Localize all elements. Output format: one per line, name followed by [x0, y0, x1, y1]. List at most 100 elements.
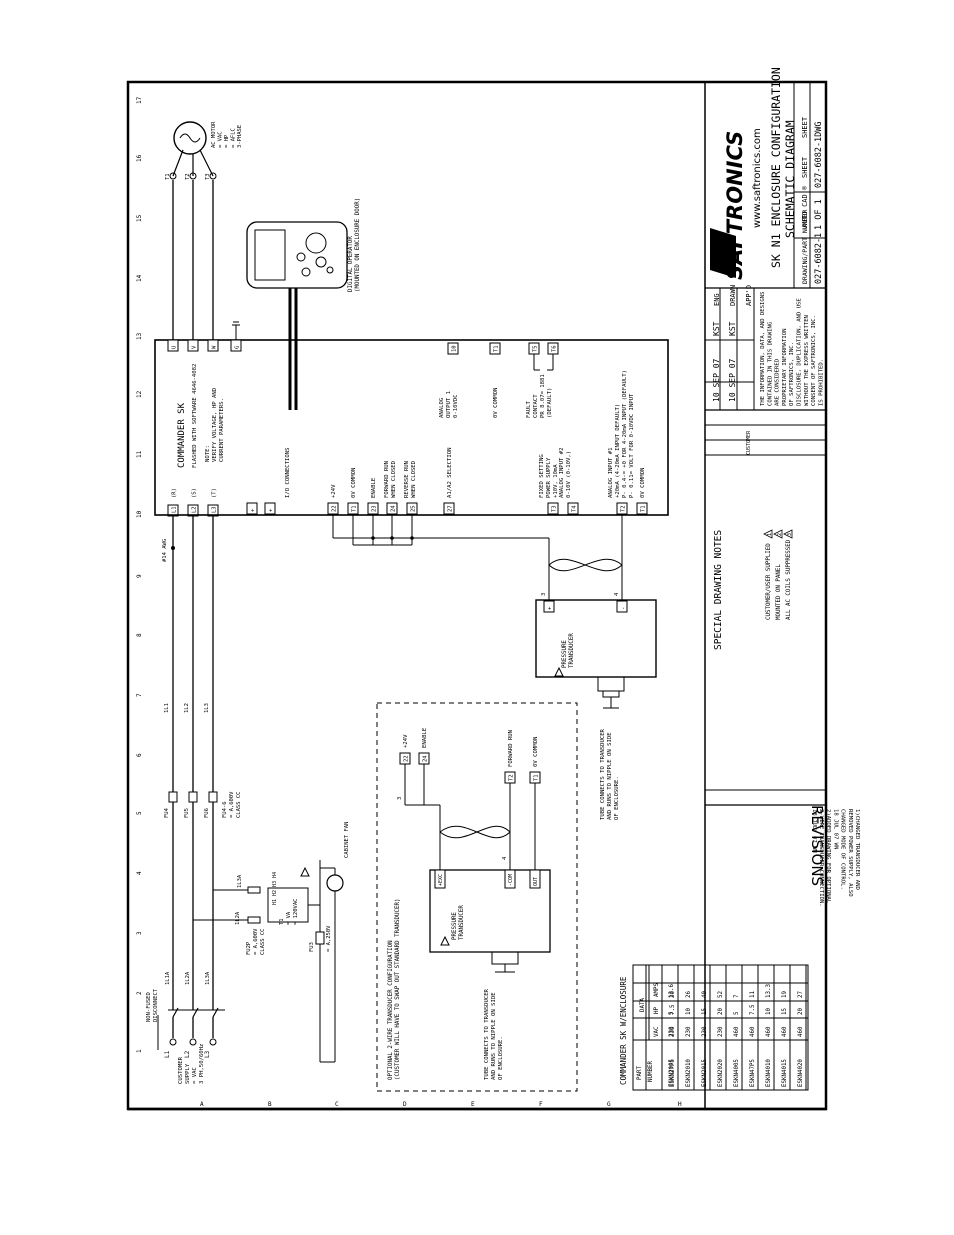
- drive-input: L3: [212, 506, 218, 513]
- disconnect-wire: 1L1A: [165, 971, 171, 985]
- grid-row-A: A: [200, 1101, 204, 1108]
- grid-column-3: 3: [136, 931, 143, 935]
- optional-terminal-label: ENABLE: [422, 727, 428, 748]
- table-hp: 7.5: [670, 1004, 676, 1015]
- optional-transducer-label: PRESSURE: [452, 912, 458, 940]
- motor-label: AC MOTOR: [211, 121, 217, 148]
- io-connections: I/O CONNECTIONS: [285, 447, 291, 498]
- note-marker: 1: [767, 533, 773, 536]
- motor-label: = AFLC: [231, 128, 237, 148]
- sheet-label: SHEET: [801, 116, 809, 138]
- appd-label: APP'D: [745, 285, 753, 306]
- transformer-label: = VA: [286, 911, 292, 925]
- table-vac: 460: [734, 1026, 740, 1037]
- line-label-L1: L1: [164, 1050, 171, 1058]
- table-amps: 27: [798, 991, 804, 998]
- drive-plus: +: [251, 508, 257, 512]
- control-label: REVERSE RUN: [404, 461, 410, 498]
- table-part-number: ESKN2015: [702, 1059, 708, 1087]
- grid-row-E: E: [471, 1101, 475, 1108]
- table-part-number: ESKN2010: [686, 1059, 692, 1087]
- analog-common-terminal: T1: [494, 345, 500, 352]
- fuse-FU6: FU6: [204, 808, 210, 818]
- grid-column-6: 6: [136, 753, 143, 757]
- optional-tube-note: OF ENCLOSURE.: [498, 1036, 504, 1080]
- revision-line: 18 JUL 07 WN: [832, 809, 838, 849]
- drive-flash: FLASHED WITH SOFTWARE 4646-4082: [192, 364, 198, 468]
- grid-row-H: H: [678, 1101, 682, 1108]
- revisions-heading: REVISIONS: [808, 805, 826, 886]
- grid-row-C: C: [335, 1101, 339, 1108]
- analog-label: 0-10V (0-10V,): [566, 451, 572, 498]
- proprietary-line: THE INFORMATION, DATA, AND DESIGNS: [760, 291, 766, 406]
- analog-label: P- 0.11= VOLT FOR 0-10VDC INPUT: [629, 393, 635, 498]
- control-terminal: 27: [448, 505, 454, 512]
- grid-column-7: 7: [136, 693, 143, 697]
- fuse-secondary: FU3: [309, 942, 315, 952]
- table-header: PART: [637, 1066, 643, 1080]
- revision-line: CHANGED MODE OF CONTROL.: [840, 809, 846, 890]
- grid-column-17: 17: [136, 96, 143, 104]
- special-note: MOUNTED ON PANEL: [776, 564, 782, 620]
- fuse-rating: FU4-6: [222, 801, 228, 818]
- table-vac: 460: [750, 1026, 756, 1037]
- drive-input-terminal: (T): [212, 488, 218, 498]
- tube-note: TUBE CONNECTS TO TRANSDUCER: [600, 728, 606, 820]
- transducer-label: TRANSDUCER: [569, 633, 575, 668]
- transformer-label: = 120VAC: [293, 899, 299, 926]
- table-amps: 13.6: [669, 984, 675, 998]
- table-header: NUMBER: [648, 1061, 654, 1082]
- transducer-pin: -: [621, 607, 627, 610]
- optional-transducer-pin: OUT: [533, 877, 539, 886]
- optional-terminal-label: 0V COMMON: [533, 737, 539, 767]
- drawn-initials: KST: [728, 321, 737, 336]
- table-header-data: DATA: [640, 998, 646, 1012]
- control-terminal: 24: [391, 505, 397, 512]
- table-hp: 20: [798, 1008, 804, 1015]
- awg-label: #14 AWG: [162, 539, 168, 562]
- analog-output-label: ANALOG: [439, 397, 445, 418]
- analog-label: ANALOG INPUT #1: [608, 447, 614, 498]
- wire-label: 1L2: [184, 703, 190, 713]
- grid-row-B: B: [268, 1101, 272, 1108]
- eng-date: 10 SEP 07: [712, 358, 721, 402]
- grid-column-13: 13: [136, 332, 143, 340]
- drive-output-U: U: [172, 346, 178, 349]
- note-marker: 2: [777, 533, 783, 536]
- fault-label: FAULT: [526, 401, 532, 418]
- grid-column-1: 1: [136, 1049, 143, 1053]
- optional-terminal-label: +24V: [403, 734, 409, 748]
- analog-label: POWER SUPPLY: [546, 457, 552, 498]
- grid-column-5: 5: [136, 811, 143, 815]
- table-part-number: ESKN2005: [669, 1059, 675, 1087]
- title-block: SAFTRONICS www.saftronics.com SK N1 ENCL…: [704, 67, 860, 1109]
- grid-column-11: 11: [136, 450, 143, 458]
- fault-terminal: T5: [533, 345, 539, 352]
- drive-ground: G: [235, 346, 241, 349]
- analog-label: FIXED SETTING: [539, 454, 545, 498]
- sheet-value: 1 OF 1: [814, 199, 824, 230]
- fault-label: CONTACT: [533, 394, 539, 418]
- revision-line: 2-WIRE TRANSDUCER CONNECTION.: [818, 809, 824, 907]
- analog-terminal: T1: [641, 505, 647, 512]
- table-part-number: ESKN4015: [782, 1059, 788, 1087]
- optional-terminal: T2: [509, 774, 515, 781]
- sheet-heading: SHEET: [801, 156, 809, 178]
- optional-wire: 4: [502, 856, 508, 860]
- transformer-label: T1: [279, 918, 285, 925]
- special-note: ALL AC COILS SUPPRESSED: [786, 539, 792, 620]
- transducer-wire: 4: [614, 592, 620, 596]
- customer-supply-label: CUSTOMER: [178, 1056, 184, 1084]
- fault-terminal: T6: [552, 345, 558, 352]
- table-amps: 11: [750, 991, 756, 998]
- optional-terminal: 24: [423, 755, 429, 762]
- cabinet-fan-label: CABINET FAN: [344, 822, 350, 858]
- table-amps: 52: [718, 991, 724, 998]
- customer-supply-label: SUPPLY: [185, 1063, 191, 1084]
- control-terminal: 25: [411, 505, 417, 512]
